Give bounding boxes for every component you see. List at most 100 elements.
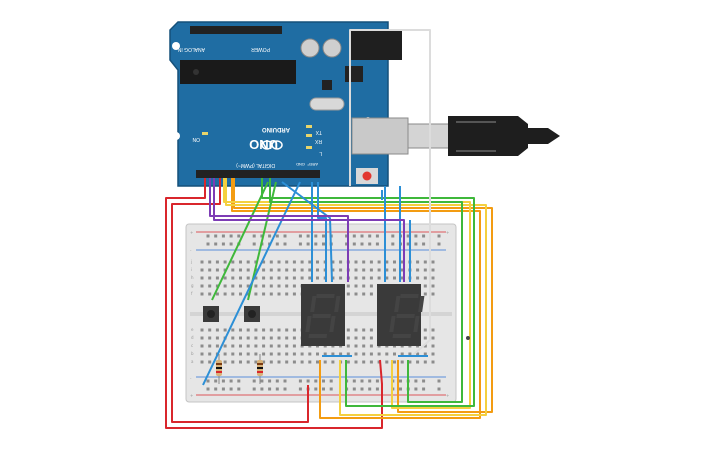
breadboard-hole[interactable] xyxy=(368,387,372,391)
breadboard-hole[interactable] xyxy=(231,276,235,280)
breadboard-hole[interactable] xyxy=(221,242,225,246)
breadboard-hole[interactable] xyxy=(431,360,435,364)
breadboard-hole[interactable] xyxy=(269,336,273,340)
breadboard-hole[interactable] xyxy=(215,260,219,264)
breadboard-hole[interactable] xyxy=(246,336,250,340)
breadboard-hole[interactable] xyxy=(360,379,364,383)
breadboard-hole[interactable] xyxy=(292,344,296,348)
breadboard-hole[interactable] xyxy=(316,268,319,272)
breadboard-hole[interactable] xyxy=(331,268,335,272)
breadboard-hole[interactable] xyxy=(285,284,289,288)
breadboard-hole[interactable] xyxy=(354,268,358,272)
breadboard-hole[interactable] xyxy=(254,276,258,280)
breadboard-hole[interactable] xyxy=(362,276,366,280)
breadboard-hole[interactable] xyxy=(322,379,325,383)
breadboard-hole[interactable] xyxy=(314,242,318,246)
breadboard-hole[interactable] xyxy=(300,276,304,280)
pushbutton[interactable] xyxy=(203,306,219,322)
breadboard-hole[interactable] xyxy=(316,352,319,356)
breadboard-hole[interactable] xyxy=(277,328,281,332)
breadboard-hole[interactable] xyxy=(215,268,219,272)
breadboard-hole[interactable] xyxy=(239,360,242,364)
breadboard-hole[interactable] xyxy=(214,242,218,246)
breadboard-hole[interactable] xyxy=(292,268,296,272)
breadboard-hole[interactable] xyxy=(246,352,250,356)
breadboard-hole[interactable] xyxy=(422,242,426,246)
breadboard-hole[interactable] xyxy=(362,360,366,364)
breadboard-hole[interactable] xyxy=(298,242,302,246)
breadboard-hole[interactable] xyxy=(269,260,273,264)
breadboard-hole[interactable] xyxy=(391,234,395,238)
breadboard-hole[interactable] xyxy=(200,260,204,264)
breadboard-hole[interactable] xyxy=(206,242,210,246)
power-analog-header[interactable] xyxy=(190,26,282,34)
breadboard-hole[interactable] xyxy=(323,352,327,356)
breadboard-hole[interactable] xyxy=(200,328,204,332)
breadboard-hole[interactable] xyxy=(354,352,358,356)
breadboard-hole[interactable] xyxy=(331,360,335,364)
breadboard-hole[interactable] xyxy=(223,268,227,272)
breadboard-hole[interactable] xyxy=(369,292,373,296)
breadboard-hole[interactable] xyxy=(345,242,349,246)
breadboard-hole[interactable] xyxy=(254,360,258,364)
breadboard-hole[interactable] xyxy=(414,387,418,391)
breadboard-hole[interactable] xyxy=(223,276,227,280)
breadboard-hole[interactable] xyxy=(300,352,304,356)
breadboard-hole[interactable] xyxy=(322,234,325,238)
breadboard-hole[interactable] xyxy=(239,328,242,332)
breadboard-hole[interactable] xyxy=(229,379,233,383)
wire-blue[interactable] xyxy=(281,181,333,283)
breadboard-hole[interactable] xyxy=(215,344,219,348)
breadboard-hole[interactable] xyxy=(254,336,258,340)
breadboard-hole[interactable] xyxy=(231,336,235,340)
breadboard-hole[interactable] xyxy=(231,344,235,348)
breadboard-hole[interactable] xyxy=(231,284,235,288)
breadboard-hole[interactable] xyxy=(368,379,372,383)
breadboard-hole[interactable] xyxy=(231,260,235,264)
breadboard-hole[interactable] xyxy=(277,276,281,280)
breadboard-hole[interactable] xyxy=(254,284,258,288)
breadboard-hole[interactable] xyxy=(285,260,289,264)
breadboard-hole[interactable] xyxy=(323,360,327,364)
breadboard-hole[interactable] xyxy=(399,387,402,391)
breadboard-hole[interactable] xyxy=(431,260,435,264)
breadboard-hole[interactable] xyxy=(345,234,349,238)
breadboard-hole[interactable] xyxy=(408,352,412,356)
breadboard-hole[interactable] xyxy=(393,352,396,356)
breadboard-hole[interactable] xyxy=(431,276,435,280)
breadboard-hole[interactable] xyxy=(292,292,296,296)
breadboard-hole[interactable] xyxy=(362,344,366,348)
breadboard-hole[interactable] xyxy=(231,268,235,272)
breadboard-hole[interactable] xyxy=(306,242,310,246)
breadboard-hole[interactable] xyxy=(316,260,319,264)
breadboard-hole[interactable] xyxy=(369,268,373,272)
breadboard-hole[interactable] xyxy=(223,328,227,332)
breadboard-hole[interactable] xyxy=(416,352,420,356)
breadboard-hole[interactable] xyxy=(214,234,218,238)
breadboard-hole[interactable] xyxy=(262,336,266,340)
breadboard-hole[interactable] xyxy=(269,268,273,272)
reset-button[interactable] xyxy=(362,171,372,181)
breadboard-hole[interactable] xyxy=(437,242,441,246)
wire-red[interactable] xyxy=(165,178,383,429)
breadboard-hole[interactable] xyxy=(223,360,227,364)
breadboard-hole[interactable] xyxy=(262,352,266,356)
breadboard-hole[interactable] xyxy=(385,352,389,356)
breadboard-hole[interactable] xyxy=(292,336,296,340)
breadboard-hole[interactable] xyxy=(393,276,396,280)
breadboard-hole[interactable] xyxy=(200,360,204,364)
breadboard-hole[interactable] xyxy=(215,292,219,296)
breadboard-hole[interactable] xyxy=(423,268,427,272)
breadboard-hole[interactable] xyxy=(431,336,435,340)
breadboard-hole[interactable] xyxy=(408,360,412,364)
breadboard-hole[interactable] xyxy=(414,242,418,246)
breadboard-hole[interactable] xyxy=(246,284,250,288)
breadboard-hole[interactable] xyxy=(385,360,389,364)
breadboard-hole[interactable] xyxy=(208,276,212,280)
breadboard-hole[interactable] xyxy=(300,360,304,364)
breadboard-hole[interactable] xyxy=(239,260,242,264)
breadboard-hole[interactable] xyxy=(237,387,241,391)
breadboard-hole[interactable] xyxy=(208,328,212,332)
breadboard-hole[interactable] xyxy=(393,268,396,272)
